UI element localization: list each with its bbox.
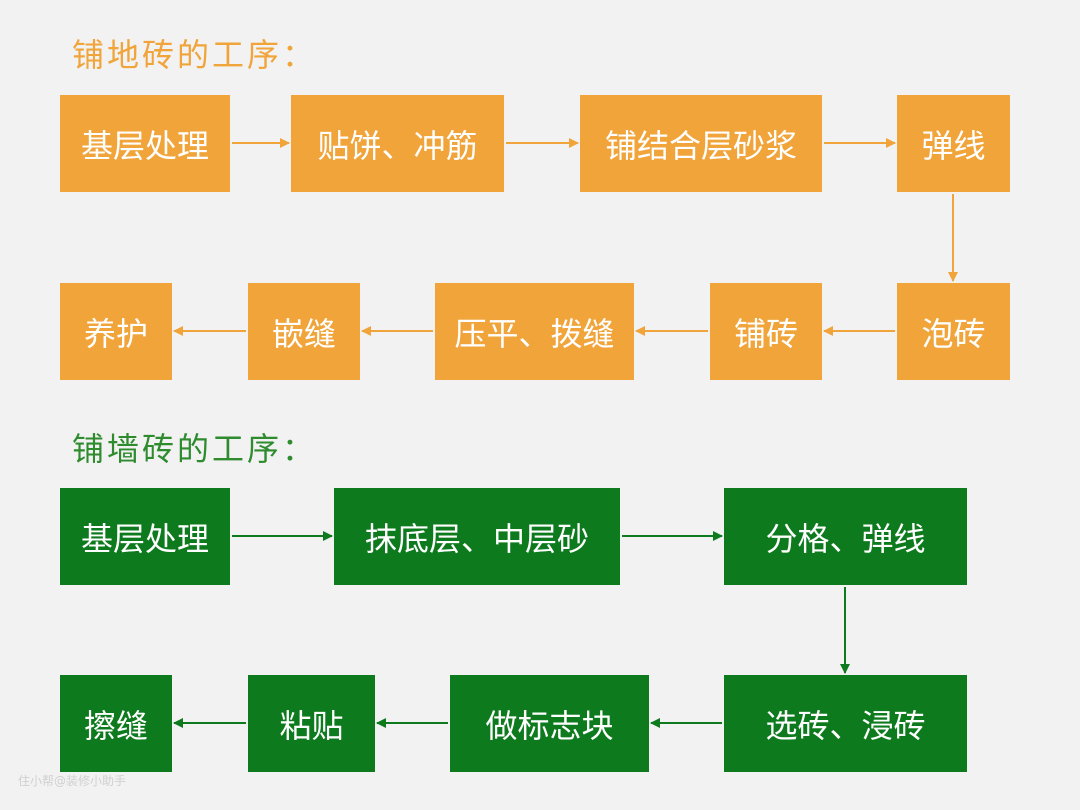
wall-step-2: 抹底层、中层砂 [334, 488, 620, 585]
wall-step-6: 粘贴 [248, 675, 375, 772]
wall-step-4: 选砖、浸砖 [724, 675, 967, 772]
floor-step-4: 弹线 [897, 95, 1010, 192]
watermark: 住小帮@装修小助手 [18, 774, 127, 788]
wall-step-1: 基层处理 [60, 488, 230, 585]
wall-step-3: 分格、弹线 [724, 488, 967, 585]
wall-step-7: 擦缝 [60, 675, 172, 772]
floor-step-8: 嵌缝 [248, 283, 360, 380]
floor-section-title: 铺地砖的工序： [72, 36, 318, 74]
floor-step-9: 养护 [60, 283, 172, 380]
floor-step-3: 铺结合层砂浆 [580, 95, 822, 192]
floor-step-6: 铺砖 [710, 283, 822, 380]
floor-step-5: 泡砖 [897, 283, 1010, 380]
floor-step-1: 基层处理 [60, 95, 230, 192]
floor-step-2: 贴饼、冲筋 [291, 95, 504, 192]
floor-step-7: 压平、拨缝 [435, 283, 634, 380]
wall-step-5: 做标志块 [450, 675, 649, 772]
wall-section-title: 铺墙砖的工序： [72, 430, 318, 468]
